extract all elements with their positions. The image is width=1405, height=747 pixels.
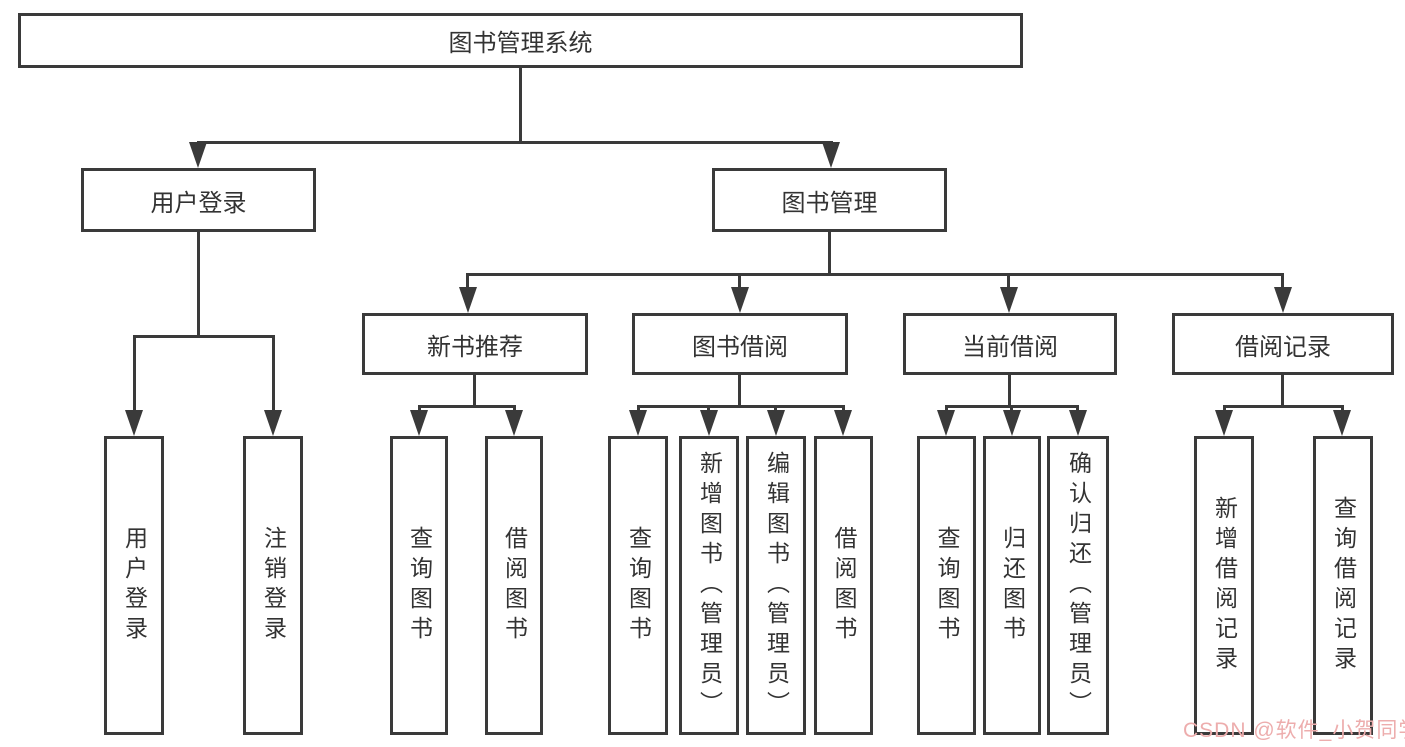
- connector-line-v: [738, 273, 741, 291]
- connector-line-h: [197, 141, 833, 144]
- connector-line-v: [1281, 375, 1284, 407]
- arrowhead-down-icon: [731, 287, 749, 313]
- connector-line-v: [197, 232, 200, 337]
- leaf-query-books: 查询图书: [390, 436, 448, 735]
- leaf-borrow-books: 借阅图书: [485, 436, 543, 735]
- connector-line-v: [1281, 273, 1284, 291]
- arrowhead-down-icon: [767, 410, 785, 436]
- arrowhead-down-icon: [834, 410, 852, 436]
- connector-line-h: [637, 405, 845, 408]
- arrowhead-down-icon: [505, 410, 523, 436]
- leaf-return-books: 归还图书: [983, 436, 1041, 735]
- leaf-query-books: 查询图书: [608, 436, 668, 735]
- node-borrowing-records: 借阅记录: [1172, 313, 1394, 375]
- arrowhead-down-icon: [459, 287, 477, 313]
- connector-line-v: [519, 68, 522, 142]
- arrowhead-down-icon: [1274, 287, 1292, 313]
- arrowhead-down-icon: [700, 410, 718, 436]
- connector-line-v: [828, 232, 831, 276]
- leaf-user-login: 用户登录: [104, 436, 164, 735]
- node-book-management: 图书管理: [712, 168, 947, 232]
- arrowhead-down-icon: [410, 410, 428, 436]
- connector-line-h: [133, 335, 275, 338]
- leaf-add-books-admin: 新增图书（管理员）: [679, 436, 739, 735]
- node-current-borrowing: 当前借阅: [903, 313, 1117, 375]
- connector-line-h: [467, 273, 1284, 276]
- arrowhead-down-icon: [264, 410, 282, 436]
- arrowhead-down-icon: [1000, 287, 1018, 313]
- connector-line-v: [272, 335, 275, 413]
- arrowhead-down-icon: [1333, 410, 1351, 436]
- node-user-login: 用户登录: [81, 168, 316, 232]
- connector-line-v: [738, 375, 741, 407]
- arrowhead-down-icon: [1003, 410, 1021, 436]
- arrowhead-down-icon: [822, 142, 840, 168]
- csdn-watermark: CSDN @软件_小贺同学: [1183, 719, 1405, 742]
- arrowhead-down-icon: [629, 410, 647, 436]
- leaf-logout: 注销登录: [243, 436, 303, 735]
- leaf-edit-books-admin: 编辑图书（管理员）: [746, 436, 806, 735]
- leaf-query-books: 查询图书: [917, 436, 976, 735]
- connector-line-v: [466, 273, 469, 291]
- node-root-library-system: 图书管理系统: [18, 13, 1023, 68]
- connector-line-v: [473, 375, 476, 407]
- connector-line-v: [1008, 375, 1011, 407]
- connector-line-h: [418, 405, 516, 408]
- arrowhead-down-icon: [125, 410, 143, 436]
- leaf-confirm-return-admin: 确认归还（管理员）: [1047, 436, 1109, 735]
- leaf-borrow-books: 借阅图书: [814, 436, 873, 735]
- connector-line-h: [1223, 405, 1344, 408]
- connector-line-v: [133, 335, 136, 413]
- node-book-borrowing: 图书借阅: [632, 313, 848, 375]
- leaf-add-borrow-record: 新增借阅记录: [1194, 436, 1254, 735]
- arrowhead-down-icon: [189, 142, 207, 168]
- connector-line-v: [1007, 273, 1010, 291]
- leaf-query-borrow-record: 查询借阅记录: [1313, 436, 1373, 735]
- arrowhead-down-icon: [1215, 410, 1233, 436]
- node-new-book-recommend: 新书推荐: [362, 313, 588, 375]
- arrowhead-down-icon: [937, 410, 955, 436]
- arrowhead-down-icon: [1069, 410, 1087, 436]
